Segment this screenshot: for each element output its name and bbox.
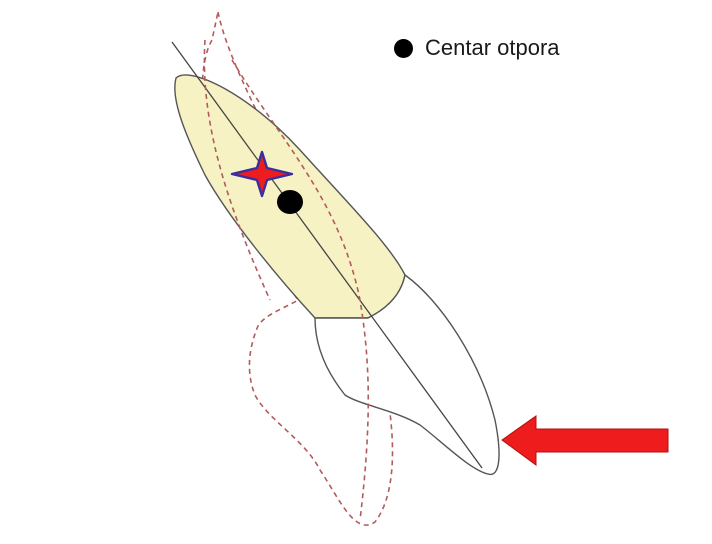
tooth-long-axis <box>172 42 482 468</box>
red-arrow-icon <box>502 416 668 465</box>
black-dot-icon <box>394 39 413 58</box>
legend: Centar otpora <box>394 30 560 66</box>
center-of-resistance-dot <box>277 190 303 214</box>
legend-label: Centar otpora <box>425 35 560 61</box>
